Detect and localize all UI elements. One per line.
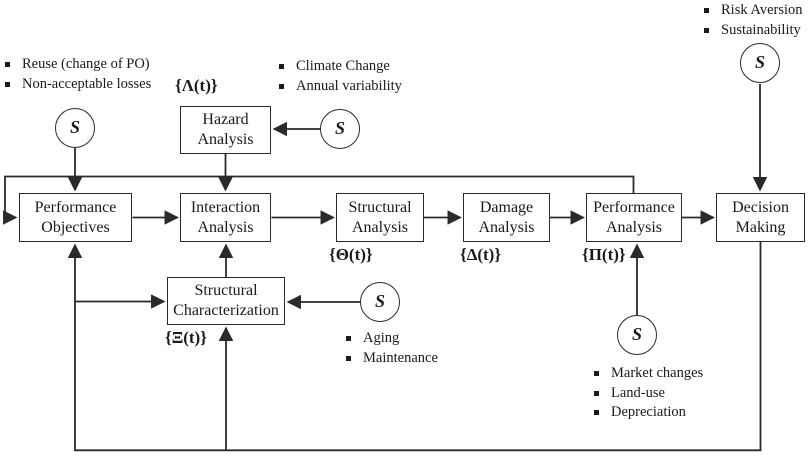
box-structural-analysis: Structural Analysis bbox=[336, 193, 424, 242]
set-label-characterization: {Ξ(t)} bbox=[165, 328, 207, 347]
bullet-icon bbox=[5, 81, 10, 87]
bullet-icon bbox=[279, 83, 284, 89]
note-item: Depreciation bbox=[593, 403, 703, 423]
note-characterization: Aging Maintenance bbox=[345, 329, 438, 368]
note-item: Sustainability bbox=[703, 21, 803, 41]
note-item: Aging bbox=[345, 329, 438, 349]
note-text: Land-use bbox=[611, 384, 665, 401]
note-text: Maintenance bbox=[363, 349, 438, 366]
set-label-damage: {Δ(t)} bbox=[460, 245, 502, 264]
stochastic-node-characterization: S bbox=[360, 282, 400, 322]
note-text: Sustainability bbox=[721, 21, 801, 38]
note-hazard: Climate Change Annual variability bbox=[278, 57, 402, 96]
bullet-icon bbox=[594, 371, 599, 376]
set-label-structural: {Θ(t)} bbox=[329, 245, 373, 264]
note-text: Non-acceptable losses bbox=[22, 75, 152, 92]
note-item: Annual variability bbox=[278, 77, 402, 97]
note-item: Climate Change bbox=[278, 57, 402, 77]
box-performance-objectives: Performance Objectives bbox=[19, 193, 132, 242]
note-decision: Risk Aversion Sustainability bbox=[703, 1, 803, 40]
note-item: Non-acceptable losses bbox=[4, 75, 151, 95]
note-performance-objectives: Reuse (change of PO) Non-acceptable loss… bbox=[4, 55, 151, 94]
box-decision-making: Decision Making bbox=[716, 193, 805, 242]
bullet-icon bbox=[346, 336, 351, 341]
bullet-icon bbox=[704, 27, 709, 33]
note-item: Market changes bbox=[593, 364, 703, 384]
bullet-icon bbox=[594, 390, 599, 396]
note-item: Risk Aversion bbox=[703, 1, 803, 21]
note-text: Risk Aversion bbox=[721, 2, 803, 18]
note-item: Reuse (change of PO) bbox=[4, 55, 151, 75]
bullet-icon bbox=[704, 8, 709, 13]
bullet-icon bbox=[594, 410, 599, 415]
box-interaction-analysis: Interaction Analysis bbox=[180, 193, 271, 242]
note-text: Aging bbox=[363, 330, 400, 346]
note-text: Depreciation bbox=[611, 404, 686, 420]
note-text: Reuse (change of PO) bbox=[22, 56, 150, 72]
stochastic-node-performance-objectives: S bbox=[55, 108, 95, 148]
box-structural-characterization: Structural Characterization bbox=[167, 277, 285, 325]
stochastic-node-hazard: S bbox=[320, 109, 360, 149]
note-text: Annual variability bbox=[296, 77, 402, 94]
stochastic-node-performance-analysis: S bbox=[617, 315, 657, 355]
note-text: Climate Change bbox=[296, 58, 390, 74]
note-performance-analysis: Market changes Land-use Depreciation bbox=[593, 364, 703, 423]
note-text: Market changes bbox=[611, 365, 704, 381]
bullet-icon bbox=[346, 355, 351, 361]
box-performance-analysis: Performance Analysis bbox=[586, 193, 682, 242]
bullet-icon bbox=[279, 64, 284, 69]
bullet-icon bbox=[5, 62, 10, 67]
set-label-performance: {Π(t)} bbox=[582, 245, 626, 264]
note-item: Maintenance bbox=[345, 349, 438, 369]
set-label-hazard: {Λ(t)} bbox=[175, 76, 218, 95]
stochastic-node-decision: S bbox=[740, 43, 780, 83]
note-item: Land-use bbox=[593, 384, 703, 404]
box-damage-analysis: Damage Analysis bbox=[463, 193, 550, 242]
box-hazard-analysis: Hazard Analysis bbox=[180, 106, 271, 154]
